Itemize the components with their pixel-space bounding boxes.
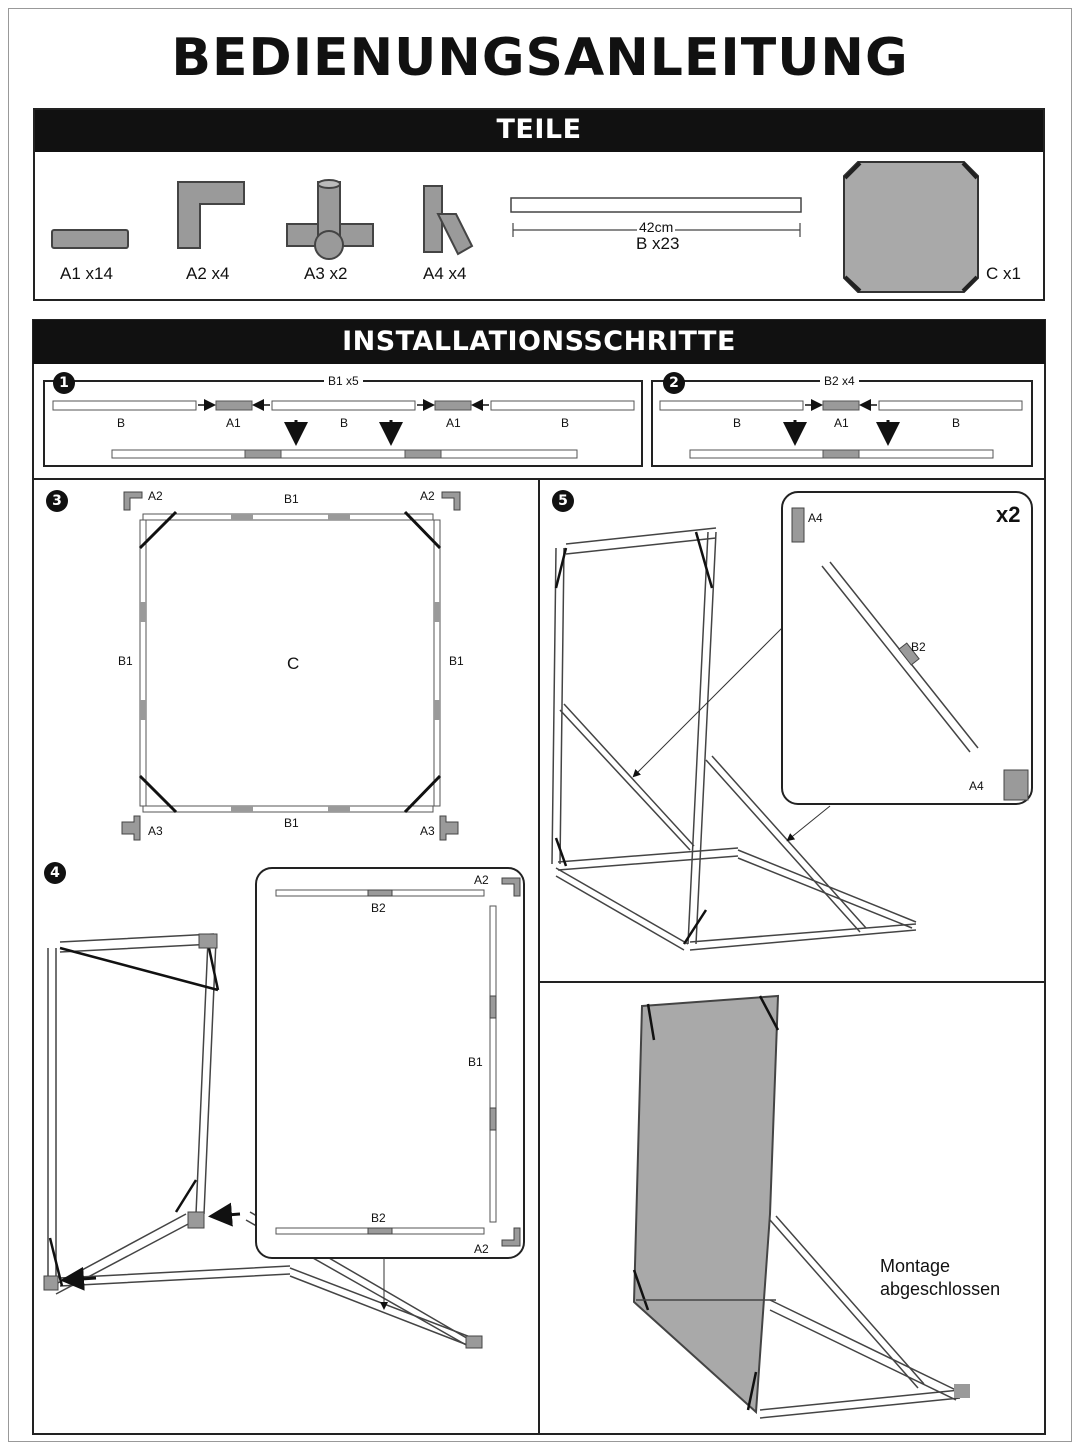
step-5-a4: A4 (808, 511, 823, 525)
step-4-b1: B1 (468, 1055, 483, 1069)
step-3-a3: A3 (148, 824, 163, 838)
step-4-b2: B2 (371, 1211, 386, 1225)
part-a4-label: A4 x4 (423, 264, 467, 283)
step-3-a3: A3 (420, 824, 435, 838)
step-1-label: B1 x5 (324, 374, 363, 388)
step-3-number: 3 (46, 490, 68, 512)
part-b-length: 42cm (637, 219, 676, 235)
part-a3-icon (286, 179, 374, 260)
step-2-b: B (952, 416, 961, 430)
step-1-number: 1 (53, 372, 75, 394)
step-3-diagram (121, 491, 461, 841)
parts-panel (33, 108, 1045, 301)
step-4-a2: A2 (474, 873, 489, 887)
step-4-a2: A2 (474, 1242, 489, 1256)
step-3-b1: B1 (284, 816, 299, 830)
part-a3-label: A3 x2 (304, 264, 348, 283)
step-2-number: 2 (663, 372, 685, 394)
section-header-parts: TEILE (33, 108, 1045, 152)
page-frame (8, 8, 1072, 1442)
step-5-diagram (551, 491, 1033, 951)
step-1-b: B (117, 416, 126, 430)
step-1-b: B (561, 416, 570, 430)
step-2-a1: A1 (834, 416, 849, 430)
step-4-diagram (43, 867, 525, 1349)
step-4-b2: B2 (371, 901, 386, 915)
step-1-b: B (340, 416, 349, 430)
step-1-a1: A1 (446, 416, 461, 430)
page-title: BEDIENUNGSANLEITUNG (171, 28, 909, 88)
part-a1-label: A1 x14 (60, 264, 113, 283)
part-a4-icon (423, 185, 474, 256)
step-1-a1: A1 (226, 416, 241, 430)
step-3-b1: B1 (449, 654, 464, 668)
step-5-multiplier: x2 (996, 502, 1021, 527)
step-3-b1: B1 (118, 654, 133, 668)
step-3-b1: B1 (284, 492, 299, 506)
step-3-c: C (287, 654, 300, 673)
part-c-label: C x1 (986, 264, 1021, 283)
section-header-install: INSTALLATIONSSCHRITTE (33, 320, 1045, 364)
step-2-b: B (733, 416, 742, 430)
part-a2-label: A2 x4 (186, 264, 230, 283)
part-b-label: B x23 (636, 234, 680, 253)
step-5-b2: B2 (911, 640, 926, 654)
step-4-number: 4 (44, 862, 66, 884)
part-c-icon (843, 161, 979, 293)
step-1-diagram (43, 380, 643, 467)
step-5-a4: A4 (969, 779, 984, 793)
step-3-a2: A2 (420, 489, 435, 503)
done-line-2: abgeschlossen (880, 1279, 1001, 1299)
part-a1-icon (51, 229, 129, 249)
step-5-number: 5 (552, 490, 574, 512)
part-a2-icon (177, 181, 245, 249)
step-3-a2: A2 (148, 489, 163, 503)
step-2-label: B2 x4 (820, 374, 859, 388)
done-line-1: Montage (880, 1256, 951, 1276)
done-illustration (632, 994, 970, 1419)
